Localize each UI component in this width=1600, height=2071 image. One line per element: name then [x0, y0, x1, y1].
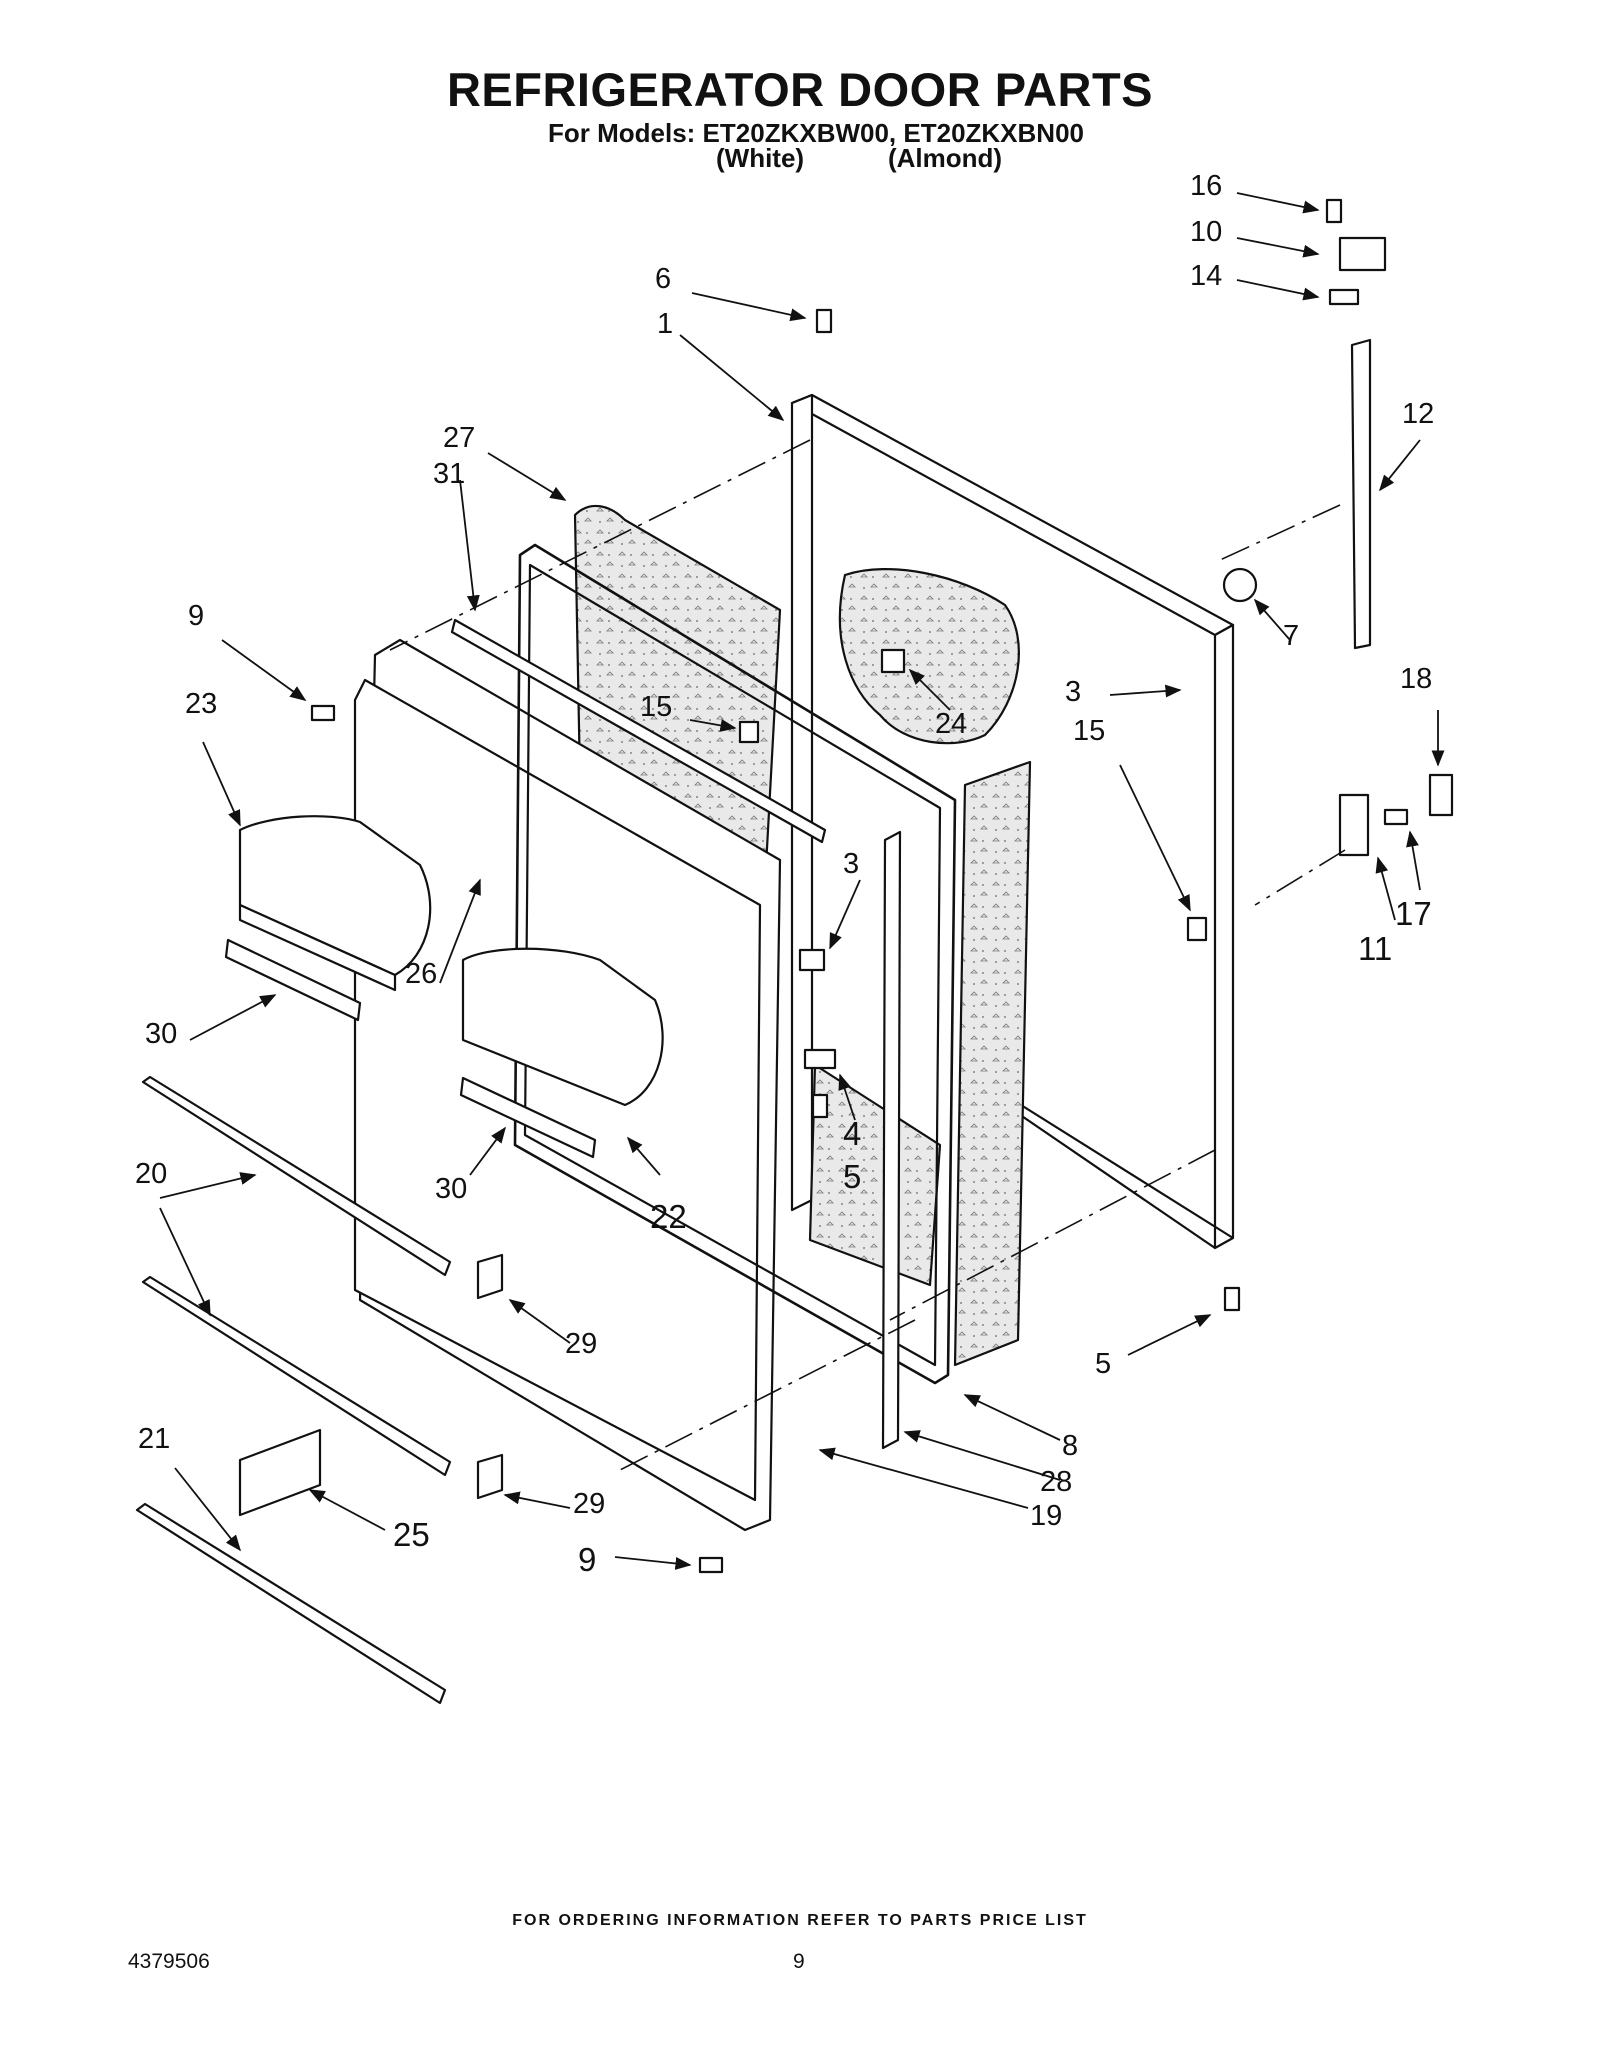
hinge-top [1338, 236, 1387, 272]
callout-5-right: 5 [1095, 1348, 1112, 1380]
door-stop [1222, 567, 1258, 603]
shelf-retainer-21 [135, 1502, 447, 1705]
screws [310, 198, 1409, 1574]
callout-16: 16 [1190, 170, 1223, 202]
callout-8: 8 [1062, 1430, 1079, 1462]
hinge-shim [1328, 288, 1360, 306]
insulation-cutaway [838, 568, 1020, 745]
callout-20: 20 [135, 1158, 168, 1190]
shelf-retainer-20b [141, 1275, 452, 1477]
bracket-15a [738, 720, 760, 744]
callout-3-right: 3 [1065, 676, 1082, 708]
callout-25: 25 [393, 1516, 430, 1553]
page-number: 9 [793, 1950, 805, 1973]
variant-white: (White) [716, 143, 805, 173]
variant-almond: (Almond) [888, 143, 1003, 173]
callout-10: 10 [1190, 216, 1223, 248]
callout-15-left: 15 [640, 691, 673, 723]
ordering-note: FOR ORDERING INFORMATION REFER TO PARTS … [512, 1912, 1088, 1929]
shelf-support-29a [476, 1253, 504, 1300]
callout-7: 7 [1283, 620, 1300, 652]
callout-18: 18 [1400, 663, 1433, 695]
bracket-3a [798, 948, 826, 972]
shelf-retainer-20a [141, 1075, 452, 1277]
callout-24: 24 [935, 708, 968, 740]
foam-panel-lower [808, 1063, 942, 1287]
bracket-4 [803, 1048, 837, 1070]
callout-26: 26 [405, 958, 438, 990]
leader-arrows [159, 192, 1445, 1570]
shelf-bar-31 [450, 618, 827, 844]
shelf-bar-30a [224, 938, 362, 1022]
door-outer-frame [790, 393, 1235, 1250]
foam-panel-right [953, 760, 1032, 1367]
shelf-end-25 [238, 1428, 322, 1517]
callout-30-center: 30 [435, 1173, 468, 1205]
hinge-bottom [1338, 793, 1370, 857]
shelf-support-29b [476, 1453, 504, 1500]
door-gasket [513, 543, 957, 1385]
callout-6: 6 [655, 263, 672, 295]
trim-strip-8 [881, 830, 902, 1450]
callout-4: 4 [843, 1115, 862, 1152]
callout-23: 23 [185, 688, 218, 720]
callout-3-left: 3 [843, 848, 860, 880]
models-line: For Models: ET20ZKXBW00, ET20ZKXBN00 [548, 118, 1084, 148]
callout-30-left: 30 [145, 1018, 178, 1050]
bracket-24 [880, 648, 906, 674]
callout-28: 28 [1040, 1466, 1073, 1498]
callout-29-lower: 29 [573, 1488, 606, 1520]
hinge-cover [1428, 773, 1454, 817]
door-liner [353, 638, 782, 1532]
callout-31: 31 [433, 458, 466, 490]
callout-14: 14 [1190, 260, 1223, 292]
callout-11: 11 [1358, 930, 1393, 967]
callout-9-top: 9 [188, 600, 205, 632]
callout-15-right: 15 [1073, 715, 1106, 747]
parts-drawing [135, 192, 1454, 1705]
document-number: 4379506 [128, 1950, 210, 1973]
callout-12: 12 [1402, 398, 1435, 430]
callout-21: 21 [138, 1423, 171, 1455]
alignment-lines [389, 439, 1346, 1471]
callout-5-center: 5 [843, 1158, 862, 1195]
callout-29-upper: 29 [565, 1328, 598, 1360]
callout-9-bottom: 9 [578, 1541, 597, 1578]
page-title: REFRIGERATOR DOOR PARTS [446, 63, 1154, 116]
callout-17: 17 [1395, 895, 1432, 932]
shelf-bar-30b [459, 1076, 597, 1159]
callout-22: 22 [650, 1198, 687, 1235]
callout-1: 1 [657, 308, 674, 340]
callout-27: 27 [443, 422, 476, 454]
hinge-pin-cover [1350, 338, 1372, 650]
callout-19: 19 [1030, 1500, 1063, 1532]
bracket-15b [1186, 916, 1208, 942]
door-shelves [238, 815, 664, 1107]
